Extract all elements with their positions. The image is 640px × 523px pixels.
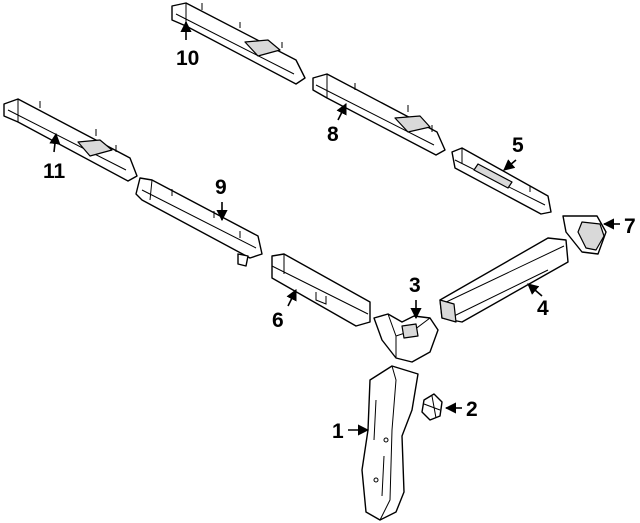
leader-11 bbox=[49, 132, 61, 153]
leader-4 bbox=[527, 283, 543, 297]
part-9-rail bbox=[135, 177, 263, 267]
callout-11: 11 bbox=[43, 160, 66, 183]
callout-4: 4 bbox=[537, 297, 549, 320]
part-4-beam bbox=[439, 237, 569, 323]
part-8-rail bbox=[312, 73, 446, 156]
callout-labels: 10 11 8 5 7 9 6 4 3 2 1 bbox=[43, 47, 636, 443]
part-11-rail bbox=[3, 98, 138, 182]
part-1-pillar bbox=[361, 365, 419, 521]
callout-6: 6 bbox=[272, 309, 284, 332]
leader-6 bbox=[286, 288, 297, 307]
callout-9: 9 bbox=[215, 176, 227, 199]
callout-8: 8 bbox=[327, 123, 339, 146]
callout-7: 7 bbox=[624, 215, 636, 238]
callout-2: 2 bbox=[466, 398, 478, 421]
part-10-rail bbox=[171, 2, 306, 85]
part-3-bracket bbox=[373, 313, 439, 363]
callout-1: 1 bbox=[332, 420, 344, 443]
callout-3: 3 bbox=[409, 274, 421, 297]
leader-lines bbox=[49, 20, 620, 436]
leader-8 bbox=[336, 102, 347, 121]
leader-5 bbox=[503, 159, 517, 171]
part-6-block bbox=[271, 253, 371, 327]
part-2-clip bbox=[421, 393, 443, 421]
part-7-bracket bbox=[562, 215, 607, 255]
callout-5: 5 bbox=[512, 134, 524, 157]
part-5-rail bbox=[451, 147, 552, 215]
callout-10: 10 bbox=[176, 47, 199, 70]
